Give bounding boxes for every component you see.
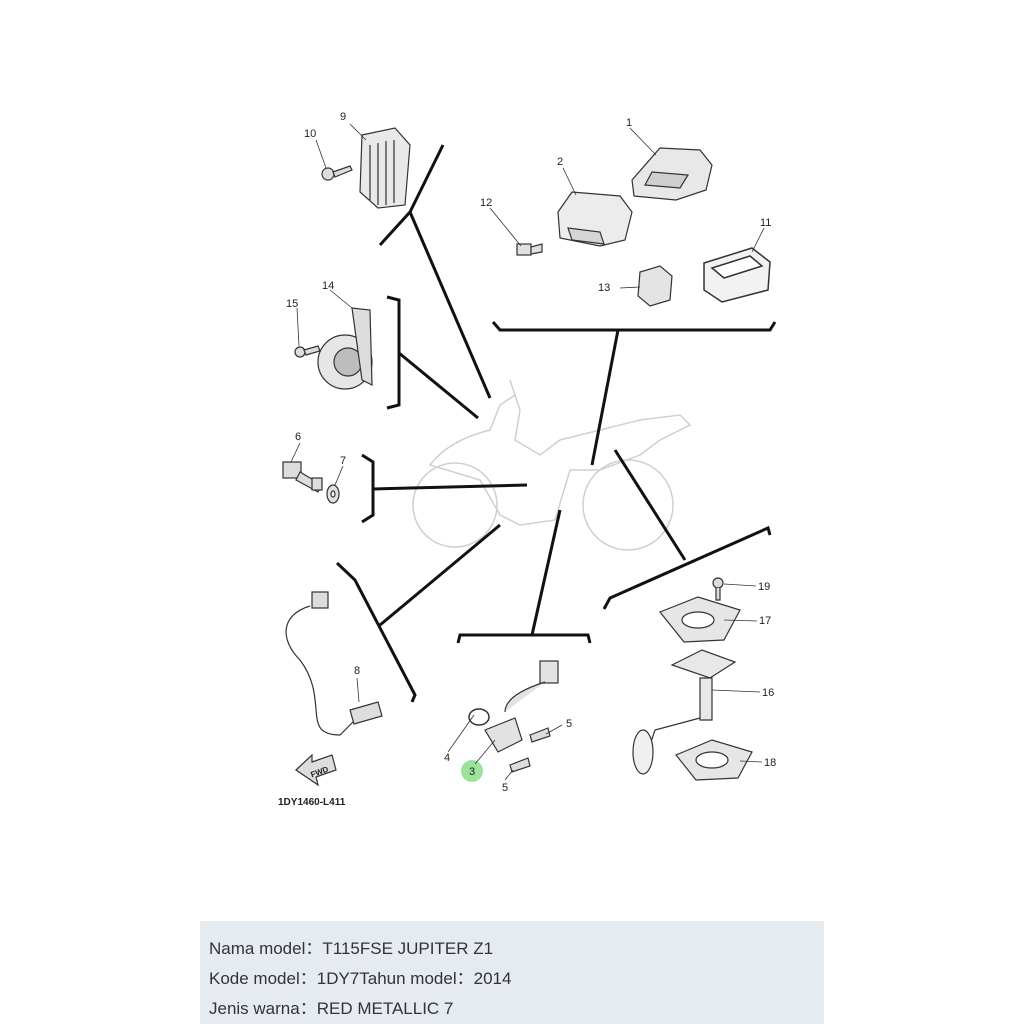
- callout-2: 2: [557, 156, 563, 168]
- part-5-screws: [509, 727, 551, 773]
- model-year-label: Tahun model：: [359, 969, 474, 988]
- part-8-o2-sensor: [285, 591, 383, 736]
- callout-17: 17: [759, 615, 771, 627]
- callout-3-highlight: [461, 760, 483, 782]
- model-name-label: Nama model：: [209, 939, 323, 958]
- callout-13: 13: [598, 282, 610, 294]
- callout-4: 4: [444, 752, 450, 764]
- color-value: RED METALLIC 7: [316, 999, 454, 1018]
- callout-8: 8: [354, 665, 360, 677]
- callout-14: 14: [322, 280, 334, 292]
- part-3-sensor: [484, 660, 559, 753]
- callout-3: 3: [469, 766, 475, 778]
- part-1-relay: [631, 147, 713, 201]
- part-17-gasket: [659, 596, 741, 643]
- drawing-code: 1DY1460-L411: [278, 797, 346, 808]
- leader-lines: [335, 144, 777, 703]
- callout-6: 6: [295, 431, 301, 443]
- part-11-cover: [703, 247, 771, 303]
- callout-numbers: 1 2 3 4 5 5 6 7 8 9 10 11 12 13 14 15 16…: [286, 111, 776, 794]
- model-name-value: T115FSE JUPITER Z1: [322, 939, 494, 958]
- color-row: Jenis warna：RED METALLIC 7: [209, 994, 453, 1019]
- part-12-fuse: [516, 243, 543, 256]
- part-6-sensor: [282, 461, 323, 493]
- part-10-bolt: [321, 165, 353, 181]
- part-7-washer: [326, 484, 340, 504]
- motorcycle-silhouette: [412, 379, 692, 551]
- callout-5b: 5: [502, 782, 508, 794]
- callout-10: 10: [304, 128, 316, 140]
- part-15-bolt: [294, 345, 321, 358]
- model-code-row: Kode model：1DY7Tahun model：2014: [209, 964, 511, 989]
- callout-9: 9: [340, 111, 346, 123]
- model-info-panel: Nama model：T115FSE JUPITER Z1 Kode model…: [200, 921, 824, 1024]
- color-label: Jenis warna：: [209, 999, 317, 1018]
- part-9-regulator: [359, 127, 411, 209]
- model-name-row: Nama model：T115FSE JUPITER Z1: [209, 934, 493, 959]
- callout-19: 19: [758, 581, 770, 593]
- fwd-arrow: [295, 753, 337, 787]
- part-13-relay-small: [637, 265, 673, 307]
- part-18-plate: [675, 739, 753, 781]
- callout-5a: 5: [566, 718, 572, 730]
- part-2-control-unit: [557, 191, 633, 247]
- callout-15: 15: [286, 298, 298, 310]
- part-14-horn: [317, 307, 373, 390]
- callout-connectors: [290, 123, 765, 781]
- callout-12: 12: [480, 197, 492, 209]
- part-16-fuel-sender: [632, 649, 737, 775]
- callout-18: 18: [764, 757, 776, 769]
- callout-16: 16: [762, 687, 774, 699]
- callout-1: 1: [626, 117, 632, 129]
- part-4-o-ring: [468, 708, 490, 726]
- model-year-value: 2014: [473, 969, 512, 988]
- model-code-label: Kode model：: [209, 969, 317, 988]
- callout-11: 11: [760, 217, 771, 229]
- part-19-bolt: [712, 577, 724, 601]
- callout-7: 7: [340, 455, 346, 467]
- model-code-value: 1DY7: [316, 969, 360, 988]
